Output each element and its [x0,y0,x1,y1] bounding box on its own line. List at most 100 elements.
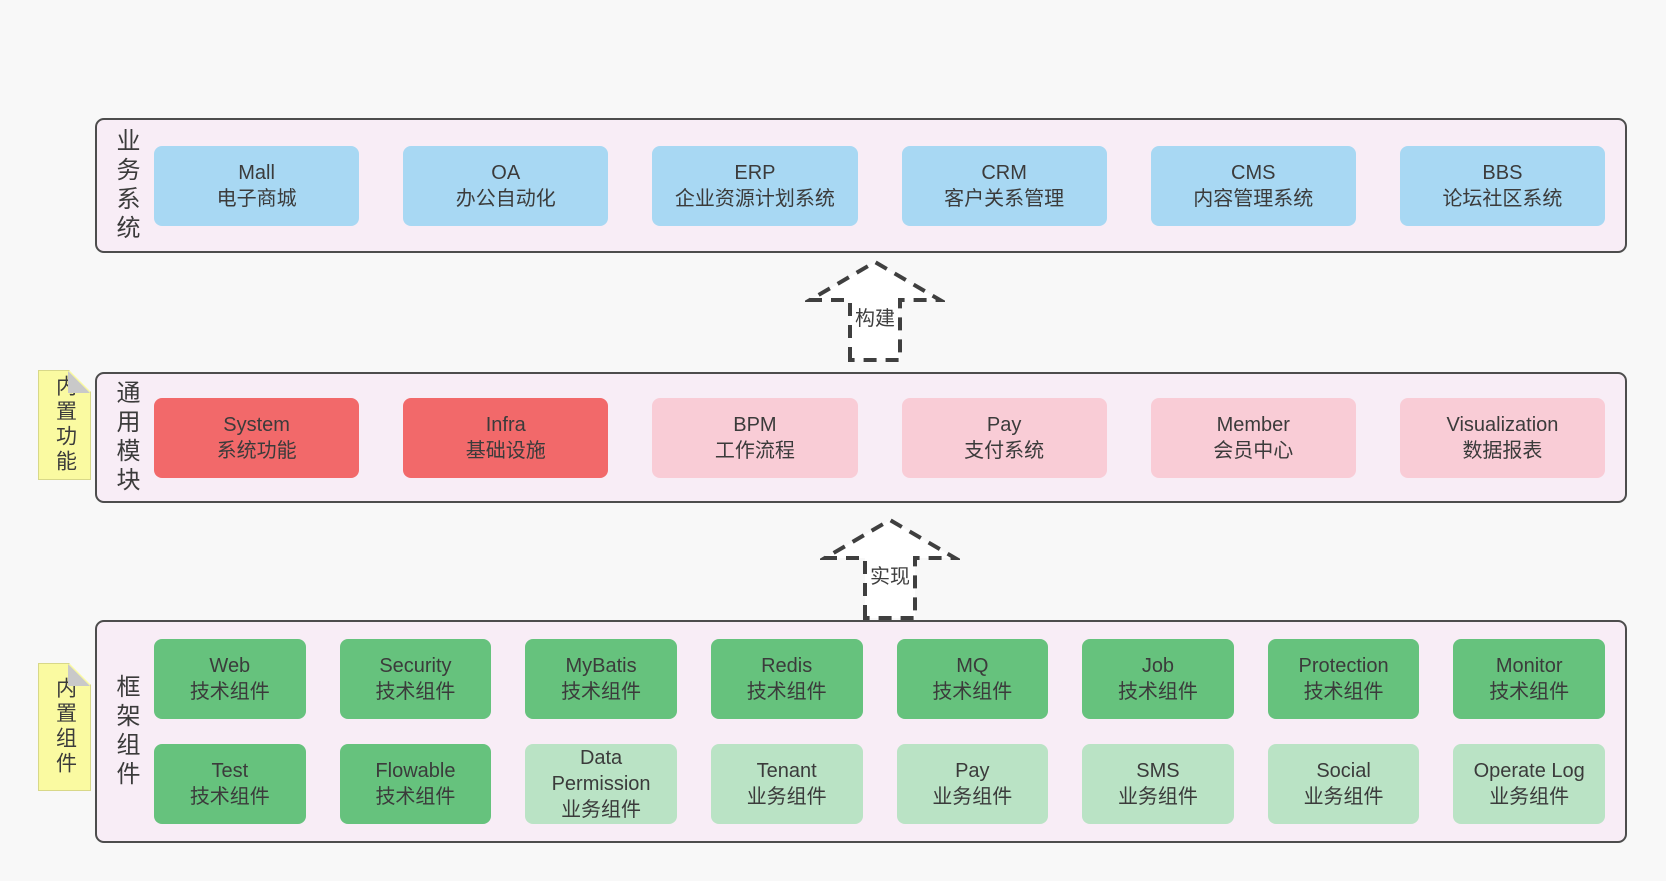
modules-layer: 通用模块 System 系统功能 Infra 基础设施 BPM 工作流程 Pay… [95,372,1627,503]
box-title: System [223,413,290,436]
box-title: Operate Log [1473,760,1585,782]
box-title: OA [491,161,521,184]
box-subtitle: 业务组件 [1303,786,1384,808]
business-box-cms: CMS 内容管理系统 [1150,145,1356,226]
box-title: CRM [981,161,1027,184]
layer-label-business: 业务系统 [112,127,139,244]
module-box-infra: Infra 基础设施 [403,397,609,478]
box-subtitle: 技术组件 [561,681,642,703]
box-subtitle: 系统功能 [216,439,297,462]
box-title: Infra [485,413,526,436]
folded-corner-icon [68,664,90,686]
component-box-flowable: Flowable 技术组件 [339,744,492,824]
business-box-mall: Mall 电子商城 [154,145,360,226]
component-box-social: Social 业务组件 [1267,744,1420,824]
box-title: BPM [733,413,777,436]
component-box-pay: Pay 业务组件 [896,744,1049,824]
module-box-member: Member 会员中心 [1150,397,1356,478]
box-subtitle: 电子商城 [216,187,297,210]
box-subtitle: 业务组件 [932,786,1013,808]
box-title: Visualization [1446,413,1559,436]
component-box-monitor: Monitor 技术组件 [1453,639,1605,719]
box-subtitle: 支付系统 [964,439,1045,462]
box-subtitle: 技术组件 [375,681,456,703]
component-box-protection: Protection 技术组件 [1267,639,1420,719]
box-subtitle: 技术组件 [1303,681,1384,703]
box-subtitle: 业务组件 [1489,786,1570,808]
box-subtitle: 技术组件 [375,786,456,808]
components-box-row-2: Test 技术组件 Flowable 技术组件 Data Permission … [154,744,1605,824]
layer-label-components: 框架组件 [112,673,139,790]
box-title: SMS [1136,760,1180,782]
component-box-mybatis: MyBatis 技术组件 [525,639,677,719]
implement-arrow: 实现 [820,516,960,620]
component-box-operate-log: Operate Log 业务组件 [1453,744,1605,824]
build-arrow: 构建 [805,258,945,362]
module-box-bpm: BPM 工作流程 [652,397,858,478]
box-subtitle: 论坛社区系统 [1442,187,1563,210]
box-title: Web [209,655,251,677]
sticky-note-text: 内置组件 [53,677,77,777]
component-box-test: Test 技术组件 [154,744,306,824]
component-box-sms: SMS 业务组件 [1082,744,1234,824]
component-box-data-permission: Data Permission 业务组件 [525,744,677,824]
module-box-system: System 系统功能 [154,397,360,478]
box-subtitle: 会员中心 [1213,439,1294,462]
business-layer: 业务系统 Mall 电子商城 OA 办公自动化 ERP 企业资源计划系统 CRM… [95,118,1627,253]
box-title: Protection [1298,655,1389,677]
box-subtitle: 技术组件 [189,681,270,703]
box-title: Monitor [1495,655,1563,677]
box-title: MyBatis [565,655,637,677]
business-box-crm: CRM 客户关系管理 [901,145,1107,226]
box-subtitle: 企业资源计划系统 [674,187,835,210]
box-title: Social [1316,760,1371,782]
box-title: Flowable [375,760,456,782]
box-subtitle: 技术组件 [932,681,1013,703]
business-box-erp: ERP 企业资源计划系统 [652,145,858,226]
box-title: Test [211,760,249,782]
box-title: CMS [1231,161,1276,184]
box-title: MQ [956,655,989,677]
component-box-web: Web 技术组件 [154,639,306,719]
box-title: Data Permission [551,747,651,795]
box-subtitle: 技术组件 [1489,681,1570,703]
component-box-job: Job 技术组件 [1082,639,1234,719]
box-title: Security [379,655,452,677]
box-title: ERP [734,161,776,184]
business-box-oa: OA 办公自动化 [403,145,609,226]
box-subtitle: 基础设施 [465,439,546,462]
box-subtitle: 业务组件 [561,799,642,821]
box-title: Job [1141,655,1175,677]
module-box-visualization: Visualization 数据报表 [1399,397,1606,478]
build-arrow-label: 构建 [852,302,898,331]
box-subtitle: 技术组件 [1117,681,1198,703]
box-subtitle: 数据报表 [1462,439,1543,462]
box-title: Redis [761,655,813,677]
box-subtitle: 业务组件 [746,786,827,808]
box-subtitle: 办公自动化 [455,187,556,210]
module-box-pay: Pay 支付系统 [901,397,1107,478]
box-title: Pay [986,413,1022,436]
box-title: Member [1216,413,1290,436]
box-subtitle: 技术组件 [189,786,270,808]
box-title: BBS [1482,161,1523,184]
box-title: Mall [238,161,275,184]
sticky-note-built-in-features: 内置功能 [38,370,91,480]
component-box-redis: Redis 技术组件 [710,639,863,719]
box-subtitle: 技术组件 [746,681,827,703]
components-layer: 框架组件 Web 技术组件 Security 技术组件 MyBatis 技术组件… [95,620,1627,843]
box-title: Tenant [756,760,817,782]
layer-label-modules: 通用模块 [112,379,139,496]
box-subtitle: 业务组件 [1117,786,1198,808]
sticky-note-text: 内置功能 [53,375,77,475]
box-subtitle: 内容管理系统 [1193,187,1314,210]
box-subtitle: 工作流程 [714,439,795,462]
business-box-bbs: BBS 论坛社区系统 [1399,145,1606,226]
component-box-mq: MQ 技术组件 [896,639,1049,719]
component-box-security: Security 技术组件 [339,639,492,719]
business-box-row: Mall 电子商城 OA 办公自动化 ERP 企业资源计划系统 CRM 客户关系… [154,145,1606,226]
modules-box-row: System 系统功能 Infra 基础设施 BPM 工作流程 Pay 支付系统… [154,397,1606,478]
box-title: Pay [955,760,990,782]
sticky-note-built-in-components: 内置组件 [38,663,91,791]
